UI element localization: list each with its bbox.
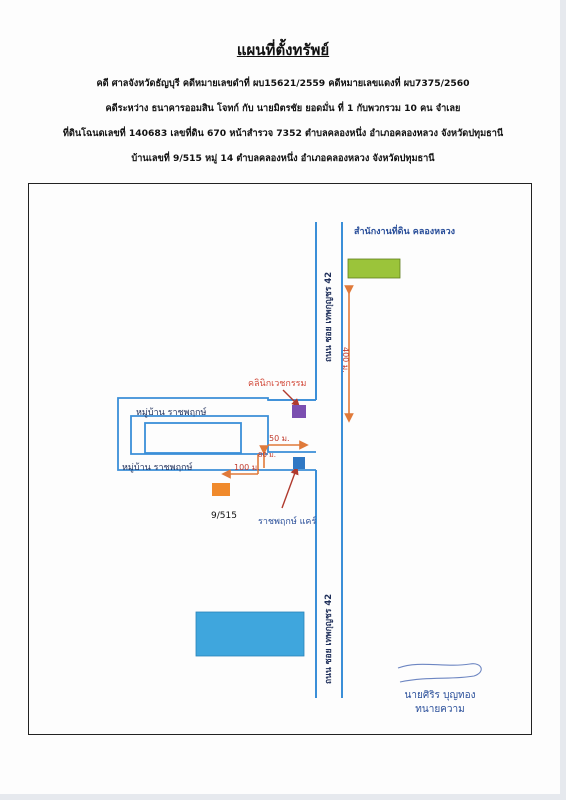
land-deed-line: ที่ดินโฉนดเลขที่ 140683 เลขที่ดิน 670 หน… (62, 128, 504, 139)
distance-50-label: 50 ม. (269, 434, 290, 443)
distance-400-label: 400 ม. (341, 347, 350, 373)
page-edge (560, 0, 566, 800)
clinic-marker (292, 405, 306, 418)
case-line: คดี ศาลจังหวัดธัญบุรี คดีหมายเลขดำที่ ผบ… (96, 78, 470, 89)
house-number-label: 9/515 (211, 511, 237, 521)
clinic-label: คลินิกเวชกรรม (248, 379, 307, 389)
document-title: แผนที่ตั้งทรัพย์ (236, 41, 330, 59)
page-bottom-edge (0, 794, 566, 800)
road-label-bottom: ถนน ซอย เทพกุญชร 42 (324, 593, 334, 684)
village-label-bottom: หมู่บ้าน ราชพฤกษ์ (122, 463, 193, 473)
care-marker (293, 457, 305, 469)
land-office-marker (347, 258, 401, 279)
distance-100-label: 100 ม. (234, 463, 260, 472)
distance-arrows (221, 285, 354, 479)
signer-role: ทนายความ (415, 704, 465, 715)
road-label-top: ถนน ซอย เทพกุญชร 42 (324, 271, 334, 362)
parties-line: คดีระหว่าง ธนาคารออมสิน โจทก์ กับ นายมิต… (105, 103, 461, 114)
village-label-top: หมู่บ้าน ราชพฤกษ์ (136, 408, 207, 418)
signature-scribble (397, 663, 482, 683)
signer-name: นายศิริร บุญทอง (404, 690, 476, 701)
distance-80-label: 80 ม. (258, 451, 276, 459)
pointer-care (281, 466, 299, 509)
pointer-clinic (282, 389, 300, 407)
land-office-label: สำนักงานที่ดิน คลองหลวง (354, 227, 456, 237)
house-address-line: บ้านเลขที่ 9/515 หมู่ 14 ตำบลคลองหนึ่ง อ… (131, 153, 435, 164)
ratchaphruek-care-label: ราชพฤกษ์ แคร์ (258, 517, 317, 527)
map-frame (28, 183, 532, 735)
house-marker (212, 483, 230, 496)
shop-block (195, 611, 305, 657)
main-road (315, 222, 343, 698)
